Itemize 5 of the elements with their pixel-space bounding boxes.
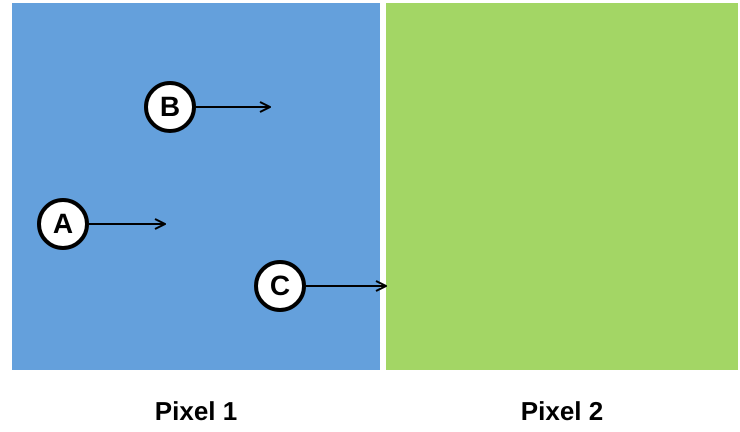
pixel-label: Pixel 2 (520, 396, 604, 427)
arrow (196, 101, 271, 113)
arrow (306, 280, 387, 292)
arrow (89, 218, 166, 230)
pixel-label: Pixel 1 (154, 396, 238, 427)
